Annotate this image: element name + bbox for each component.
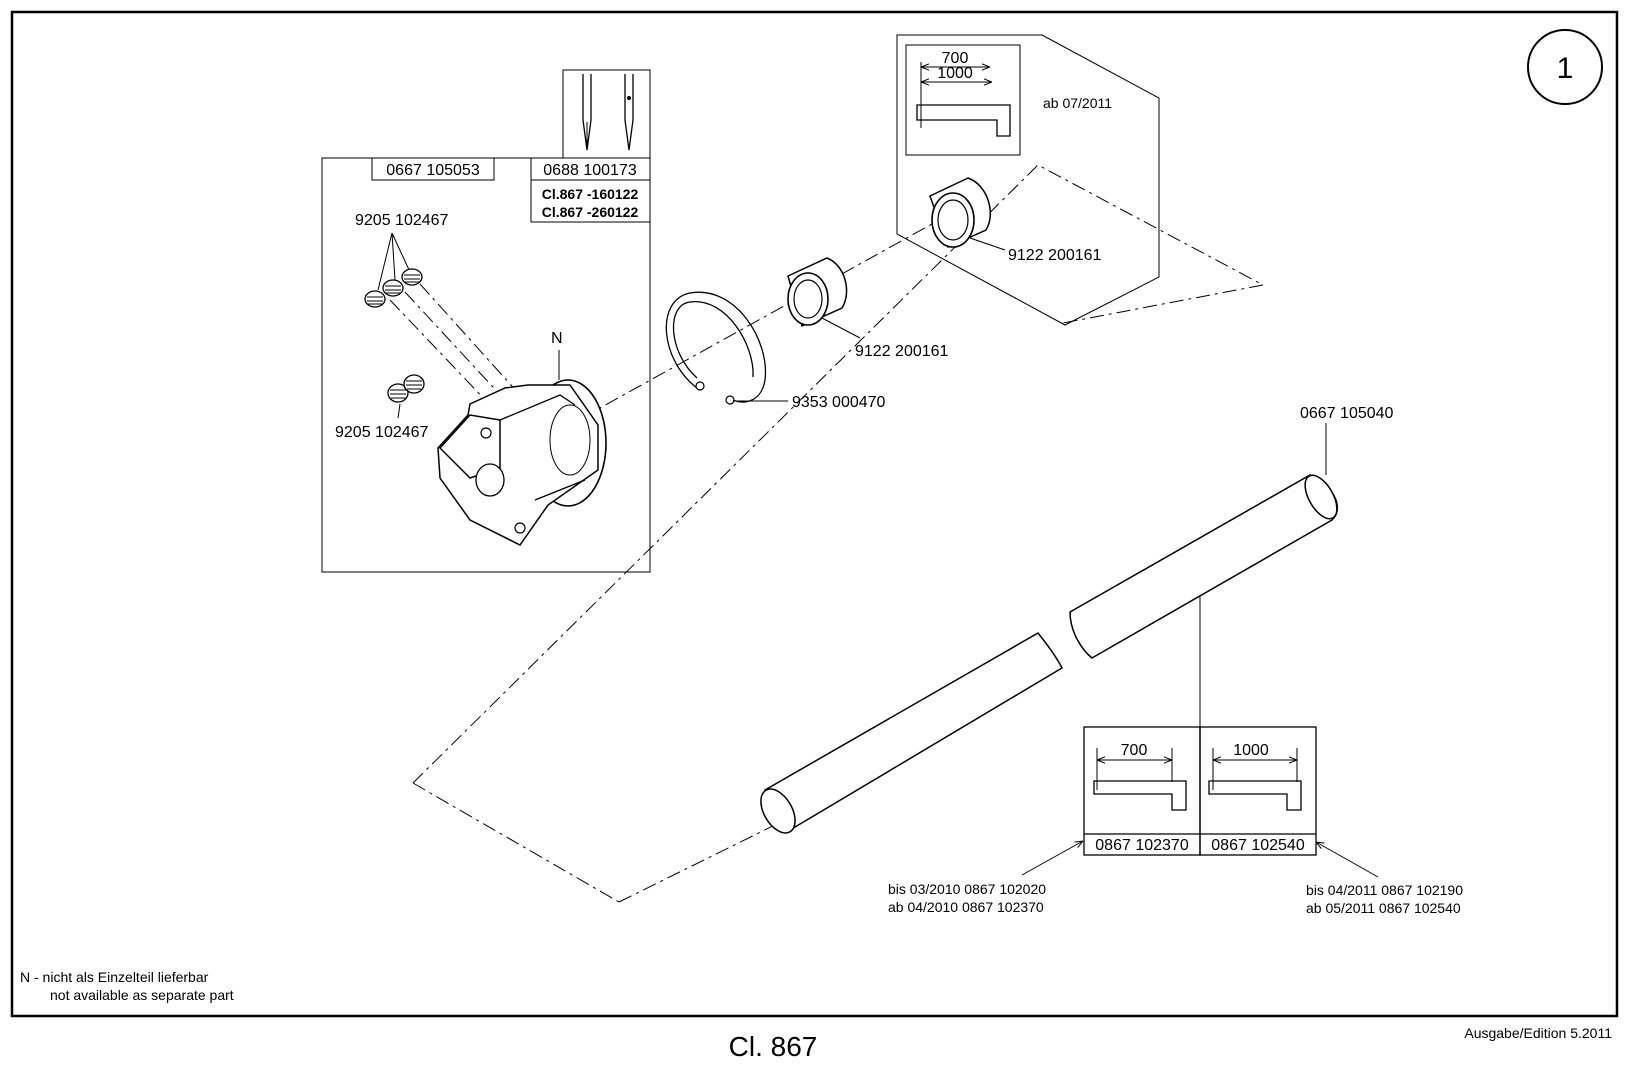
history-left-2: ab 04/2010 0867 102370 xyxy=(888,899,1044,915)
variant-1000-box xyxy=(1199,726,1317,856)
variant-1000-part[interactable]: 0867 102540 xyxy=(1211,837,1305,854)
needle-box xyxy=(562,69,651,159)
class-1: Cl.867 -160122 xyxy=(542,186,639,202)
legend-line-2: not available as separate part xyxy=(50,987,234,1003)
arm-shaft-icon xyxy=(760,474,1338,834)
set-screw-icon xyxy=(364,268,423,308)
bushing-icon xyxy=(787,257,848,328)
hook-part-number: 0667 105053 xyxy=(386,162,480,179)
retaining-ring-label[interactable]: 9353 000470 xyxy=(792,394,886,411)
shaft-profile-icon xyxy=(1093,780,1187,811)
history-left-1: bis 03/2010 0867 102020 xyxy=(888,881,1046,897)
sheet-number: 1 xyxy=(1557,52,1574,85)
shaft-profile-icon xyxy=(1208,780,1302,811)
variant-700-dim: 700 xyxy=(1121,742,1148,759)
inset-dim-700: 700 xyxy=(942,50,969,67)
screws-bottom-label[interactable]: 9205 102467 xyxy=(335,424,429,441)
assembly-centerlines xyxy=(389,164,1265,903)
shaft-part-label[interactable]: 0667 105040 xyxy=(1300,405,1394,422)
legend-line-1: N - nicht als Einzelteil lieferbar xyxy=(20,969,209,985)
sheet-title: Cl. 867 xyxy=(729,1031,818,1062)
shaft-profile-icon xyxy=(916,104,1011,137)
inset-note: ab 07/2011 xyxy=(1043,95,1112,111)
class-box xyxy=(530,179,651,223)
edition-label: Ausgabe/Edition 5.2011 xyxy=(1464,1025,1612,1041)
inset-bushing-label[interactable]: 9122 200161 xyxy=(1008,247,1102,264)
bushing-icon xyxy=(929,177,991,249)
needle-icon xyxy=(582,74,634,151)
history-right-2: ab 05/2011 0867 102540 xyxy=(1306,900,1461,916)
retaining-ring-icon xyxy=(665,291,767,405)
hook-group: 0667 105053 0688 100173 Cl.867 -160122 C… xyxy=(321,69,651,573)
screws-top-label[interactable]: 9205 102467 xyxy=(355,212,449,229)
rotary-hook-icon xyxy=(437,379,607,546)
shaft-variants: 700 0867 102370 1000 0867 102540 xyxy=(1083,726,1317,856)
history-right-1: bis 04/2011 0867 102190 xyxy=(1306,882,1463,898)
inset-top: 700 1000 ab 07/2011 9122 200161 xyxy=(896,34,1160,326)
sheet-number-badge: 1 xyxy=(1527,29,1603,105)
class-2: Cl.867 -260122 xyxy=(542,204,639,220)
screw-leaders-top xyxy=(377,232,411,291)
drawing-frame xyxy=(10,10,1619,1018)
inset-dimension-box xyxy=(905,44,1021,156)
set-screw-icon xyxy=(387,374,425,403)
hook-part-box[interactable] xyxy=(371,157,495,181)
variant-700-part[interactable]: 0867 102370 xyxy=(1095,837,1189,854)
bushing-front-label[interactable]: 9122 200161 xyxy=(855,343,949,360)
needle-part-number: 0688 100173 xyxy=(543,162,637,179)
variant-1000-dim: 1000 xyxy=(1233,742,1269,759)
marker-n: N xyxy=(551,330,563,347)
inset-dim-1000: 1000 xyxy=(937,65,973,82)
